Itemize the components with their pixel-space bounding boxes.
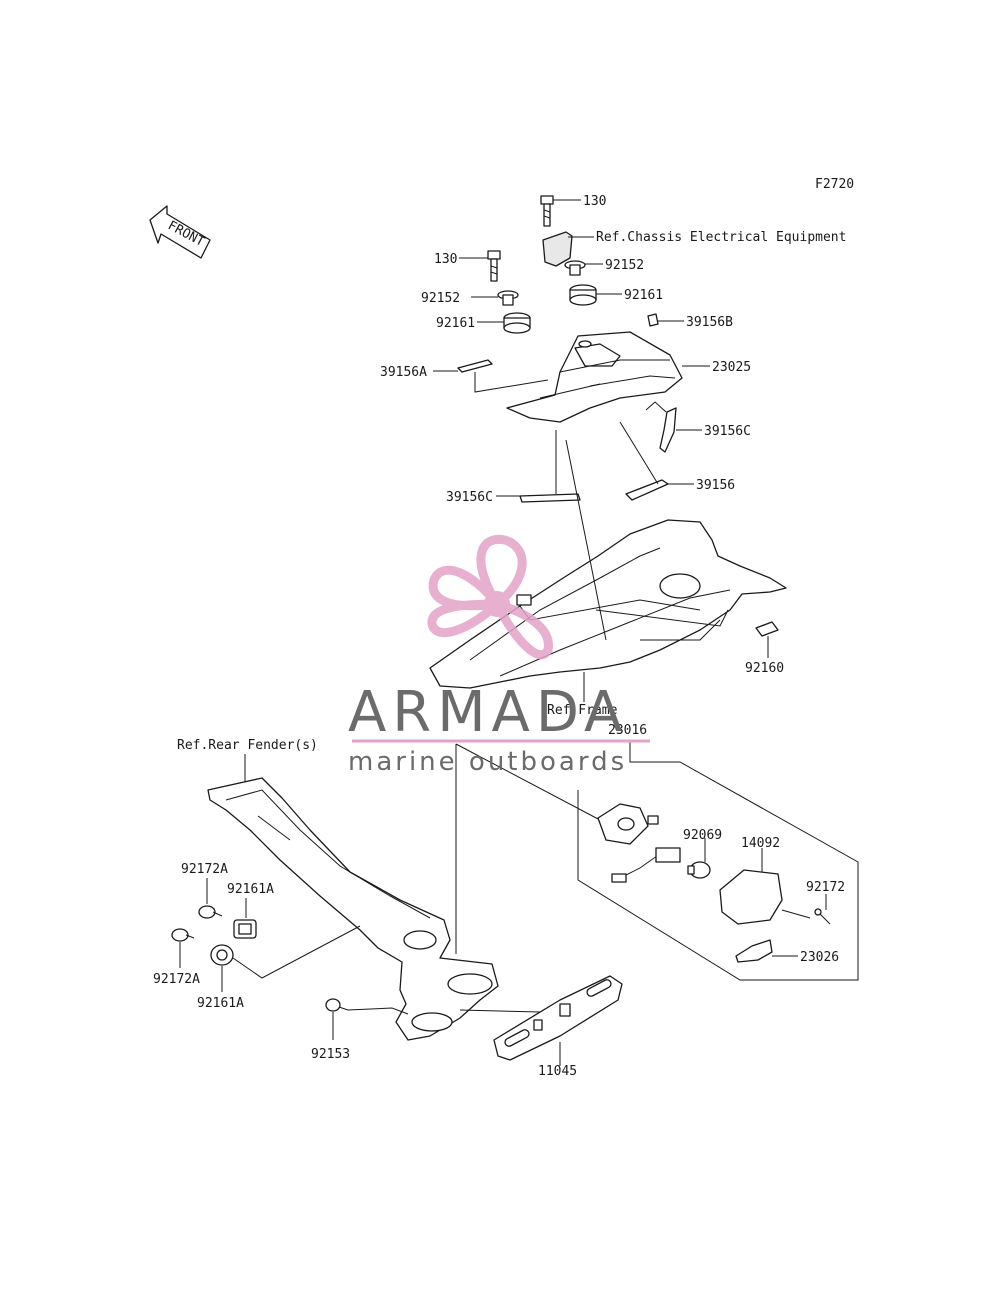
lens-14092 xyxy=(719,869,783,925)
leader-39156A-b xyxy=(474,372,549,393)
label-39156A: 39156A xyxy=(380,365,427,380)
leader-92153-link xyxy=(347,1007,409,1015)
label-92161A-top: 92161A xyxy=(227,882,274,897)
label-14092: 14092 xyxy=(741,836,780,851)
label-39156C-right: 39156C xyxy=(704,424,751,439)
leader-92161A-link xyxy=(232,925,361,979)
label-11045: 11045 xyxy=(538,1064,577,1079)
leader-frame-a xyxy=(565,439,607,641)
label-23016: 23016 xyxy=(608,723,647,738)
armada-propeller-logo xyxy=(427,534,553,660)
label-92153: 92153 xyxy=(311,1047,350,1062)
label-ref-frame: Ref.Frame xyxy=(547,703,618,718)
bolt-92172A-top xyxy=(198,905,223,919)
label-23026: 23026 xyxy=(800,950,839,965)
pad-39156C-right xyxy=(659,407,677,453)
label-130-left: 130 xyxy=(434,252,457,267)
bolt-130-left xyxy=(487,250,501,282)
leader-39156C-right-b xyxy=(645,401,667,413)
label-92172: 92172 xyxy=(806,880,845,895)
label-23025: 23025 xyxy=(712,360,751,375)
screw-92172 xyxy=(814,908,831,925)
grommet-92161A-bottom xyxy=(210,944,234,966)
label-39156: 39156 xyxy=(696,478,735,493)
ecu-bracket xyxy=(542,231,573,267)
rear-frame xyxy=(429,519,787,689)
label-92161-right: 92161 xyxy=(624,288,663,303)
bolt-92172A-bottom xyxy=(171,928,195,942)
gasket-23026 xyxy=(735,939,773,963)
leader-11045-link xyxy=(459,1009,541,1013)
tray-23025 xyxy=(506,331,683,423)
grommet-92161A-top xyxy=(233,919,257,939)
label-39156B: 39156B xyxy=(686,315,733,330)
wire-harness xyxy=(611,847,681,883)
label-92161A-bottom: 92161A xyxy=(197,996,244,1011)
label-ref-chassis: Ref.Chassis Electrical Equipment xyxy=(596,230,846,245)
pad-39156A xyxy=(457,359,493,373)
leader-23016-box xyxy=(577,740,859,981)
collar-92152-left xyxy=(497,290,519,306)
pad-39156C-left xyxy=(519,493,581,503)
pad-92160 xyxy=(755,621,779,637)
label-92172A-top: 92172A xyxy=(181,862,228,877)
label-92069: 92069 xyxy=(683,828,722,843)
pad-39156B xyxy=(647,313,659,327)
rear-fender xyxy=(207,777,499,1041)
label-92152-left: 92152 xyxy=(421,291,460,306)
grommet-92161-right xyxy=(569,284,597,306)
lamp-socket xyxy=(597,803,659,845)
front-arrow-icon: FRONT xyxy=(149,205,211,259)
bolt-92153 xyxy=(325,998,349,1012)
bolt-130-top xyxy=(540,195,554,227)
leader-14092-b xyxy=(781,909,811,919)
leader-23016-a xyxy=(455,743,601,821)
label-92172A-bottom: 92172A xyxy=(153,972,200,987)
license-bracket-11045 xyxy=(493,975,623,1061)
bulb-92069 xyxy=(687,861,711,879)
label-ref-rear-fender: Ref.Rear Fender(s) xyxy=(177,738,318,753)
watermark-brand: ARMADA xyxy=(348,680,628,745)
grommet-92161-left xyxy=(503,312,531,334)
pad-39156 xyxy=(625,479,669,501)
label-92152-right: 92152 xyxy=(605,258,644,273)
label-39156C-left: 39156C xyxy=(446,490,493,505)
label-92161-left: 92161 xyxy=(436,316,475,331)
collar-92152-right xyxy=(564,260,586,276)
label-130-top: 130 xyxy=(583,194,606,209)
leader-39156-b xyxy=(619,421,659,485)
label-92160: 92160 xyxy=(745,661,784,676)
leader-frame-b xyxy=(595,609,729,627)
diagram-code: F2720 xyxy=(815,177,854,192)
watermark-tagline: marine outboards xyxy=(348,747,627,777)
